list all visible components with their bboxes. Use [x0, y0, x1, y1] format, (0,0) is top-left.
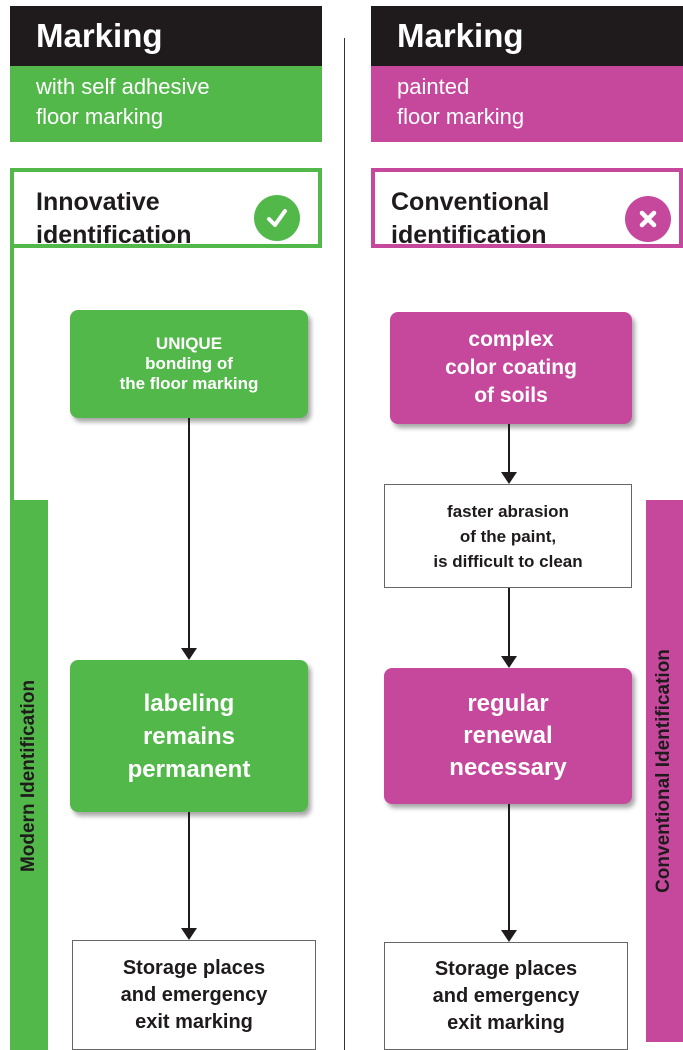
right-side-bar: [646, 500, 683, 1042]
right-id-line2: identification: [391, 221, 547, 249]
right-node3-line3: necessary: [449, 754, 567, 781]
left-side-bar: [10, 500, 48, 1050]
right-node2-line1: faster abrasion: [447, 501, 569, 521]
x-icon: [625, 196, 671, 242]
arrow-right-3: [501, 804, 517, 942]
left-subtitle-line2: floor marking: [36, 104, 164, 129]
right-header-title: Marking: [397, 17, 524, 54]
left-frame-line: [10, 246, 14, 502]
right-id-text: Conventional identification: [391, 186, 549, 252]
left-id-box: Innovative identification: [10, 168, 322, 249]
left-node1-line3: the floor marking: [119, 374, 259, 393]
right-node4-line2: and emergency: [432, 984, 580, 1007]
left-subtitle-line1: with self adhesive: [36, 74, 210, 99]
right-node3-line2: renewal: [463, 722, 553, 749]
left-node1-line2: bonding of: [145, 354, 233, 373]
right-node4-line3: exit marking: [447, 1011, 565, 1034]
x-icon-glyph: [639, 210, 657, 228]
left-node-storage-places: Storage places and emergency exit markin…: [72, 940, 316, 1050]
right-subtitle-line1: painted: [397, 74, 470, 99]
right-node1-line3: of soils: [474, 384, 548, 407]
left-node-unique-bonding: UNIQUE bonding of the floor marking: [70, 310, 308, 418]
right-node4-line1: Storage places: [434, 957, 578, 980]
right-id-line1: Conventional: [391, 188, 550, 216]
left-header-title: Marking: [36, 17, 163, 54]
right-node-faster-abrasion: faster abrasion of the paint, is difficu…: [384, 484, 632, 588]
right-node1-line1: complex: [468, 328, 554, 351]
right-header: Marking: [371, 6, 683, 66]
left-node3-line1: Storage places: [122, 956, 266, 979]
left-node3-line2: and emergency: [120, 983, 268, 1006]
arrow-right-2: [501, 588, 517, 668]
right-node-complex-coating: complex color coating of soils: [390, 312, 632, 424]
left-node2-line3: permanent: [127, 755, 251, 783]
right-node-regular-renewal: regular renewal necessary: [384, 668, 632, 804]
left-id-line2: identification: [36, 221, 192, 249]
right-subtitle: painted floor marking: [371, 66, 683, 142]
arrow-left-1: [181, 418, 197, 660]
right-node3-line1: regular: [467, 690, 549, 717]
right-node1-line2: color coating: [445, 356, 577, 379]
left-subtitle: with self adhesive floor marking: [10, 66, 322, 142]
check-icon: [254, 195, 300, 241]
right-node2-line3: is difficult to clean: [433, 551, 583, 571]
check-icon-glyph: [267, 209, 287, 227]
right-subtitle-line2: floor marking: [397, 104, 525, 129]
left-id-line1: Innovative: [36, 188, 160, 216]
left-node2-line1: labeling: [143, 689, 235, 717]
right-id-box: Conventional identification: [371, 168, 683, 249]
left-id-text: Innovative identification: [36, 186, 192, 252]
left-header: Marking: [10, 6, 322, 66]
left-node3-line3: exit marking: [135, 1010, 253, 1033]
left-node1-line1: UNIQUE: [155, 334, 223, 353]
right-node2-line2: of the paint,: [459, 526, 557, 546]
arrow-left-2: [181, 812, 197, 940]
column-separator: [344, 38, 345, 1050]
right-node-storage-places: Storage places and emergency exit markin…: [384, 942, 628, 1050]
left-node-labeling-permanent: labeling remains permanent: [70, 660, 308, 812]
left-node2-line2: remains: [142, 722, 236, 750]
arrow-right-1: [501, 424, 517, 484]
